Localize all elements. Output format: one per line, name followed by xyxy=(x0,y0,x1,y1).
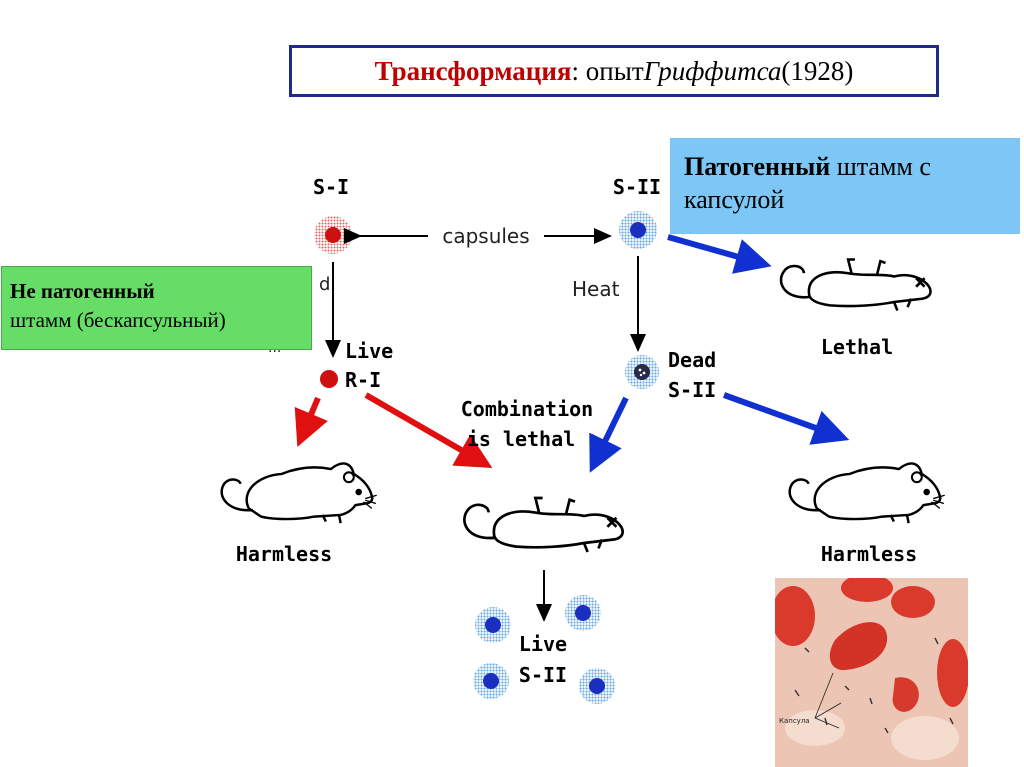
nonpathogenic-strain-box: Не патогенный штамм (бескапсульный) xyxy=(1,266,312,350)
label-live-s2-1: Live xyxy=(519,632,567,656)
label-live: Live xyxy=(345,339,393,363)
label-combination-2: is lethal xyxy=(467,427,575,451)
label-harmless-right: Harmless xyxy=(821,542,917,566)
bacterium-live-s2-2 xyxy=(565,595,601,631)
title-year: (1928) xyxy=(781,55,854,86)
bacterium-dead-s2 xyxy=(625,355,659,389)
mouse-harmless-right xyxy=(788,462,946,525)
label-harmless-left: Harmless xyxy=(236,542,332,566)
mouse-combination xyxy=(463,496,624,554)
label-r1: R-I xyxy=(345,368,381,392)
pathogenic-bold: Патогенный xyxy=(684,152,831,181)
partial-left-1: d xyxy=(319,274,330,295)
pathogenic-rest: штамм с xyxy=(830,152,931,181)
mouse-harmless-left xyxy=(220,462,378,525)
title-author: Гриффитса xyxy=(643,55,782,86)
label-capsules: capsules xyxy=(442,224,529,248)
title-main: Трансформация xyxy=(374,55,572,86)
arrow-r1-harmless xyxy=(294,396,328,448)
pathogenic-line2: капсулой xyxy=(684,185,785,214)
label-s2: S-II xyxy=(613,175,661,199)
title-box: Трансформация: опыт Гриффитса (1928) xyxy=(289,45,939,97)
nonpathogenic-line1: Не патогенный xyxy=(10,279,155,303)
micrograph-label: Капсула xyxy=(779,717,810,725)
mouse-lethal xyxy=(779,258,932,312)
bacterium-s2 xyxy=(619,211,657,249)
bacterium-live-s2-1 xyxy=(475,607,511,643)
label-lethal: Lethal xyxy=(821,335,893,359)
bacterium-live-s2-4 xyxy=(579,668,615,704)
arrow-dead-combination xyxy=(589,396,629,473)
title-sep: : опыт xyxy=(571,55,644,86)
bacterium-live-s2-3 xyxy=(473,663,509,699)
bacterium-s1 xyxy=(314,216,352,254)
label-s1: S-I xyxy=(313,175,349,199)
micrograph: Капсула xyxy=(775,578,968,767)
label-heat: Heat xyxy=(572,277,620,301)
nonpathogenic-line2: штамм (бескапсульный) xyxy=(10,308,226,332)
label-live-s2-2: S-II xyxy=(519,663,567,687)
label-dead-s2: S-II xyxy=(668,378,716,402)
label-combination-1: Combination xyxy=(461,397,593,421)
bacterium-r1 xyxy=(320,370,338,388)
arrow-s2-lethal xyxy=(667,234,772,274)
label-dead: Dead xyxy=(668,348,716,372)
arrow-r1-combination xyxy=(364,392,493,469)
arrow-dead-harmless xyxy=(722,392,850,445)
pathogenic-strain-box: Патогенный штамм с капсулой xyxy=(670,138,1020,234)
